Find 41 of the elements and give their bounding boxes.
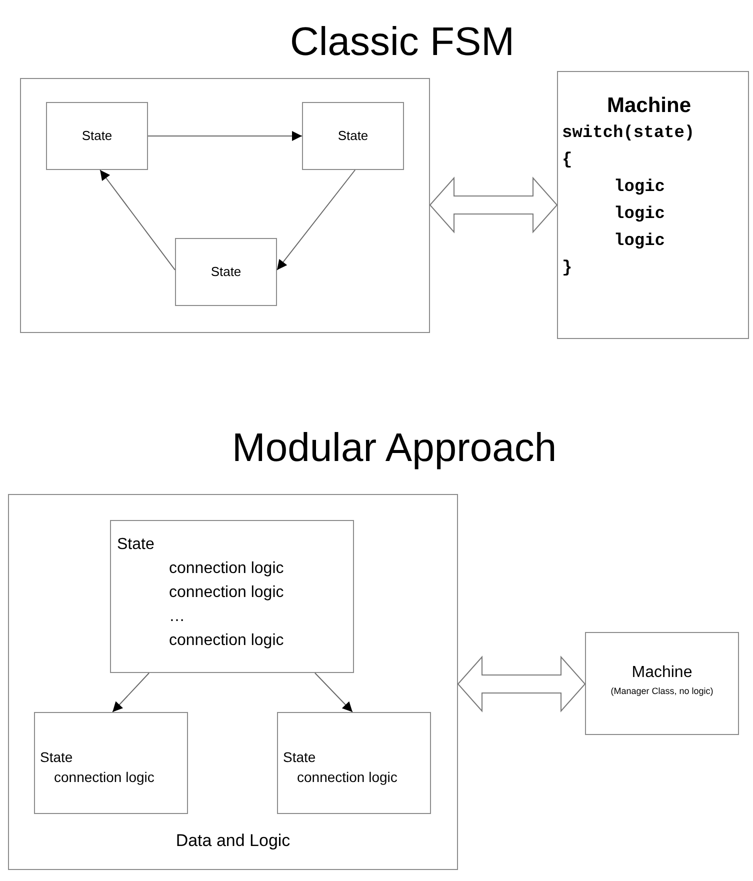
code-line: logic	[613, 204, 666, 226]
logic-line: connection logic	[53, 768, 156, 787]
machine-box	[557, 71, 749, 339]
arrow	[276, 170, 356, 270]
section-title: Modular Approach	[232, 425, 557, 472]
state-label: State	[117, 535, 156, 555]
diagram-title: Classic FSM	[290, 19, 514, 66]
double-block-arrow	[429, 176, 558, 234]
arrow	[112, 672, 150, 712]
machine-label: Machine	[632, 662, 692, 683]
state-box	[585, 632, 739, 735]
state-box	[277, 712, 431, 814]
state-label: State	[40, 748, 74, 767]
state-label: State	[283, 748, 317, 767]
machine-heading: Machine	[606, 93, 692, 119]
state-box	[110, 520, 354, 673]
state-label: State	[210, 263, 242, 282]
state-box	[175, 238, 277, 306]
state-label: State	[82, 127, 112, 146]
double-block-arrow	[457, 656, 586, 712]
logic-line: connection logic	[168, 583, 285, 603]
group-caption: Data and Logic	[174, 830, 292, 852]
group-frame	[8, 494, 458, 870]
code-line: logic	[613, 231, 666, 253]
arrow	[314, 672, 353, 712]
code-line: {	[562, 150, 574, 172]
code-line: logic	[613, 177, 666, 199]
arrow	[100, 170, 176, 270]
logic-line: connection logic	[168, 559, 285, 579]
state-box	[34, 712, 188, 814]
machine-note: (Manager Class, no logic)	[610, 684, 714, 698]
group-frame	[20, 78, 430, 333]
state-box	[302, 102, 404, 170]
logic-line: connection logic	[296, 768, 398, 787]
arrow	[148, 131, 302, 141]
logic-line: connection logic	[168, 631, 285, 651]
logic-line: …	[168, 607, 186, 627]
state-box	[46, 102, 148, 170]
code-line: switch(state)	[562, 123, 696, 145]
state-label: State	[338, 127, 368, 146]
code-line: }	[562, 258, 574, 280]
